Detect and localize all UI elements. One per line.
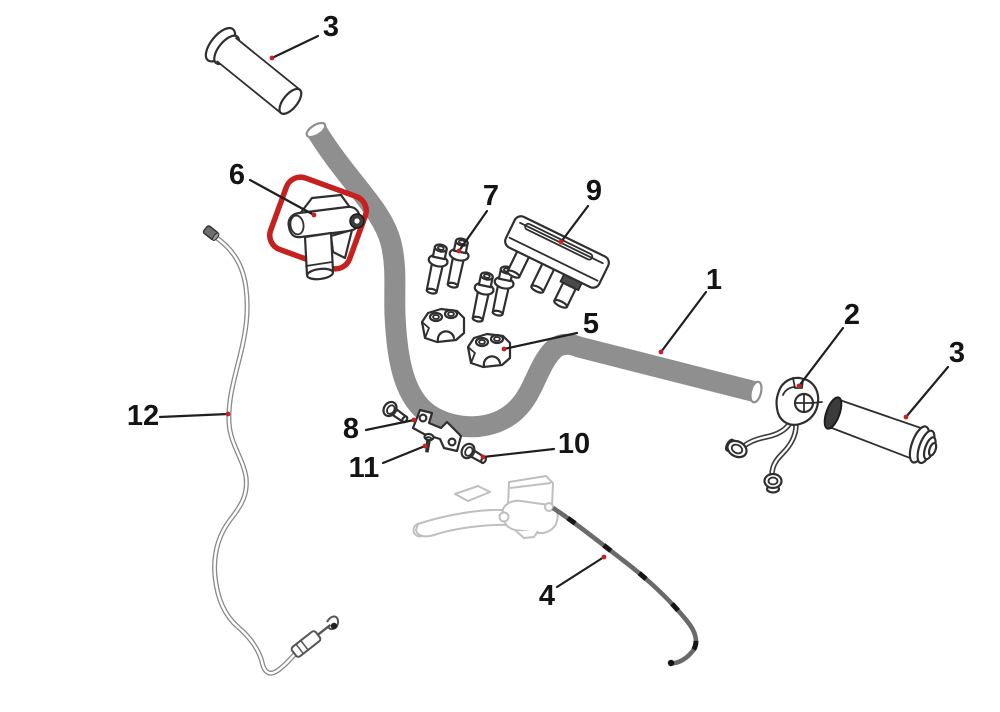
instrument-bracket bbox=[504, 215, 610, 309]
marker-3-left bbox=[269, 55, 275, 61]
marker-9 bbox=[558, 239, 564, 245]
leader-1 bbox=[659, 290, 708, 354]
choke-lever bbox=[287, 193, 365, 281]
wire-connector bbox=[724, 438, 748, 459]
handlebar-left-end bbox=[305, 121, 327, 139]
marker-12 bbox=[225, 411, 231, 417]
switch-housing bbox=[724, 376, 823, 494]
handlebar-right-end bbox=[749, 380, 763, 404]
leader-3-left bbox=[270, 34, 320, 60]
cable bbox=[202, 225, 340, 676]
leader-12 bbox=[158, 412, 230, 419]
mount-bracket-group bbox=[379, 398, 491, 469]
marker-11 bbox=[422, 443, 428, 449]
leader-2 bbox=[797, 326, 845, 388]
brake-lever-assembly-ghost bbox=[412, 475, 559, 539]
callout-9: 9 bbox=[586, 175, 602, 207]
callout-11: 11 bbox=[349, 452, 380, 484]
bar-clamps bbox=[420, 307, 512, 369]
cable-end-cap bbox=[202, 225, 220, 241]
callout-5: 5 bbox=[583, 308, 599, 340]
leader-10 bbox=[481, 447, 556, 459]
callout-8: 8 bbox=[343, 413, 359, 445]
leader-4 bbox=[555, 555, 606, 589]
leader-lines bbox=[158, 34, 950, 589]
marker-6 bbox=[311, 212, 317, 218]
leader-8 bbox=[364, 418, 416, 432]
marker-3-right bbox=[903, 414, 909, 420]
marker-5 bbox=[501, 346, 507, 352]
callout-1: 1 bbox=[706, 264, 722, 296]
leader-11 bbox=[381, 444, 427, 465]
callout-3-left: 3 bbox=[323, 11, 339, 43]
leader-5 bbox=[502, 331, 579, 351]
marker-4 bbox=[601, 554, 607, 560]
screw bbox=[423, 432, 435, 453]
callout-7: 7 bbox=[483, 180, 499, 212]
marker-2 bbox=[796, 383, 802, 389]
callout-4: 4 bbox=[539, 580, 555, 612]
callout-6: 6 bbox=[229, 159, 245, 191]
flange-bolt bbox=[457, 440, 491, 469]
handlebar-tube bbox=[305, 121, 763, 438]
marker-8 bbox=[411, 417, 417, 423]
callout-10: 10 bbox=[558, 428, 590, 460]
throttle-cable bbox=[551, 505, 699, 667]
wire-connector bbox=[763, 472, 783, 494]
cable-adjuster bbox=[290, 623, 332, 658]
grip-ring bbox=[823, 396, 843, 430]
marker-1 bbox=[658, 349, 664, 355]
leader-3-right bbox=[904, 365, 950, 419]
highlight-box bbox=[267, 174, 369, 272]
leader-markers bbox=[225, 55, 909, 560]
callout-2: 2 bbox=[844, 299, 860, 331]
marker-7 bbox=[456, 248, 462, 254]
right-throttle-grip bbox=[823, 396, 938, 465]
callout-labels: 3 6 7 9 1 2 3 5 12 8 11 10 4 bbox=[127, 11, 965, 612]
marker-10 bbox=[480, 454, 486, 460]
leader-7 bbox=[457, 209, 489, 253]
leader-6 bbox=[248, 178, 316, 217]
callout-3-right: 3 bbox=[949, 337, 965, 369]
leader-9 bbox=[559, 204, 590, 244]
left-grip bbox=[204, 26, 303, 115]
callout-12: 12 bbox=[127, 400, 159, 432]
